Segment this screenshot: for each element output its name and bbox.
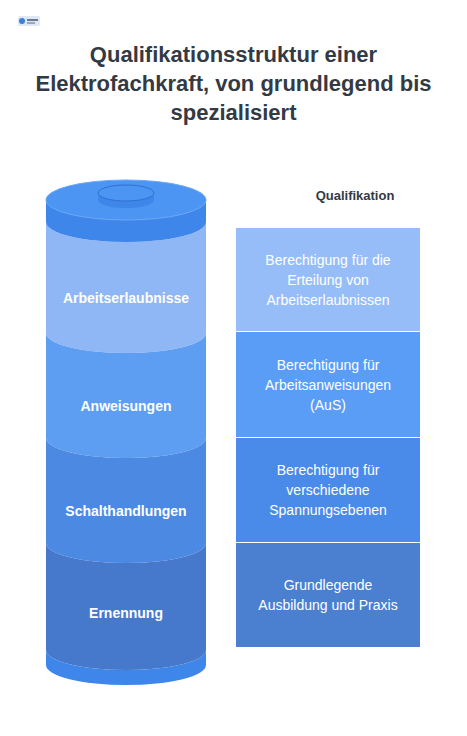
column-header: Qualifikation [316, 188, 395, 203]
band-label: Arbeitserlaubnisse [63, 289, 189, 307]
diagram-title: Qualifikationsstruktur einer Elektrofach… [30, 40, 437, 127]
box-text: Berechtigung für Arbeitsanweisungen (AuS… [253, 355, 403, 415]
band-fill [46, 543, 206, 670]
band-label: Anweisungen [80, 397, 171, 415]
qualification-box: Berechtigung für die Erteilung von Arbei… [236, 228, 420, 331]
cylinder-band: Ernennung [46, 563, 206, 663]
box-text: Berechtigung für verschiedene Spannungse… [253, 460, 403, 520]
cylinder-cap [98, 185, 154, 201]
logo [18, 16, 40, 26]
qualification-box: Grundlegende Ausbildung und Praxis [236, 543, 420, 647]
box-text: Berechtigung für die Erteilung von Arbei… [253, 250, 403, 310]
box-text: Grundlegende Ausbildung und Praxis [253, 575, 403, 615]
band-label: Schalthandlungen [65, 502, 186, 520]
cylinder-band: Arbeitserlaubnisse [46, 242, 206, 353]
qualification-box: Berechtigung für verschiedene Spannungse… [236, 438, 420, 542]
band-label: Ernennung [89, 604, 163, 622]
cylinder-band: Schalthandlungen [46, 458, 206, 563]
qualification-box: Berechtigung für Arbeitsanweisungen (AuS… [236, 332, 420, 437]
band-fill [46, 438, 206, 563]
cylinder-band: Anweisungen [46, 353, 206, 458]
band-fill [46, 333, 206, 458]
cylinder-top [46, 180, 206, 220]
